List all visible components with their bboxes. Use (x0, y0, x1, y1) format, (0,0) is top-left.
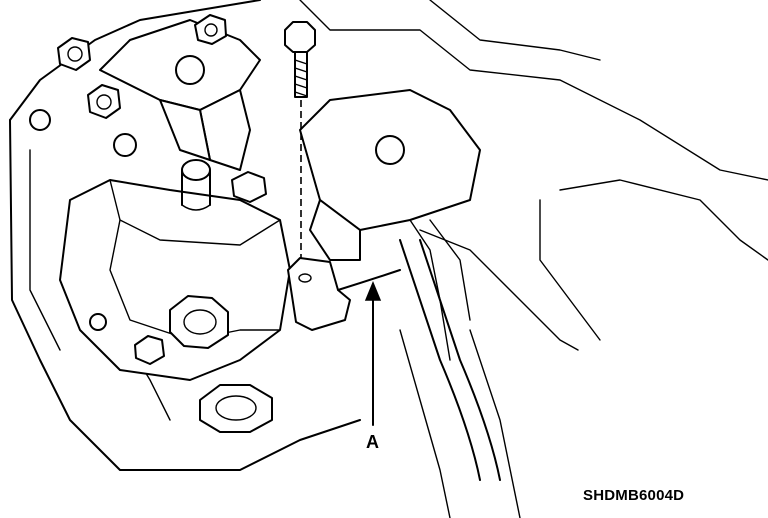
front-large-bolts (89, 295, 273, 433)
fluid-lines (399, 239, 501, 481)
hex-bolt-icon (169, 295, 229, 349)
valve-body-block (59, 159, 291, 381)
mount-hole (89, 313, 107, 331)
mount-hole (113, 133, 137, 157)
hex-bolt-icon (134, 335, 165, 365)
installation-bolt (284, 21, 316, 265)
hex-bolt-icon (231, 171, 267, 203)
hex-bolt-icon (194, 14, 227, 45)
hex-bolt-icon (57, 37, 91, 71)
hex-bolt-icon (199, 384, 273, 433)
mount-hole (29, 109, 51, 131)
callout-label-a: A (366, 432, 379, 452)
figure-code: SHDMB6004D (583, 487, 685, 504)
left-bolts (29, 14, 227, 157)
bracket-a (287, 257, 401, 331)
upper-left-bracket (99, 19, 261, 171)
hex-bolt-icon (87, 84, 121, 119)
bracket-bolt-hole (375, 135, 405, 165)
bracket-bolt-hole (175, 55, 205, 85)
cylinder-plug (181, 159, 211, 181)
callout-arrow (364, 281, 382, 426)
bracket-a-hole (298, 273, 312, 283)
bolt-shank (294, 51, 308, 98)
right-mount-bracket (299, 89, 481, 361)
hex-bolt-icon (284, 21, 316, 53)
